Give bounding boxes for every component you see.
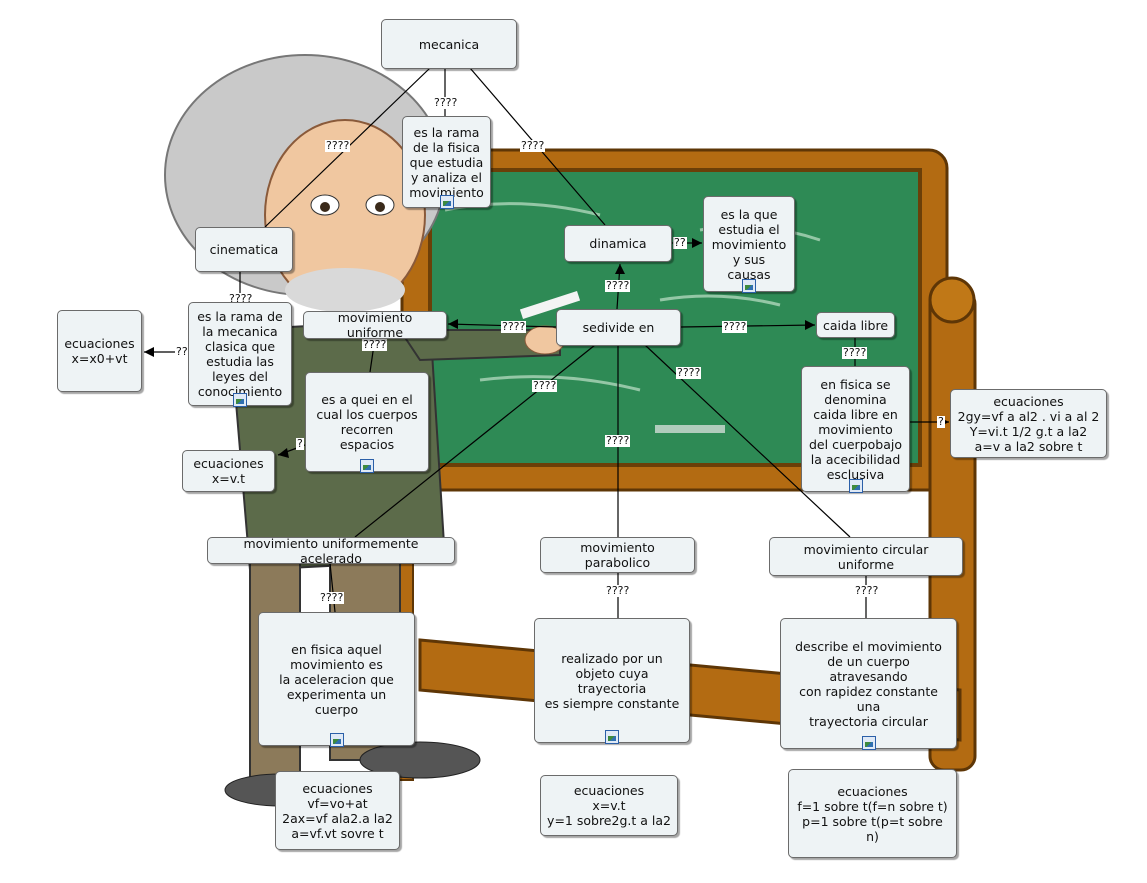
concept-caida-libre[interactable]: caida libre (816, 312, 895, 338)
link-label: ???? (325, 139, 351, 152)
link-label: ???? (605, 434, 631, 447)
concept-sedivide-en[interactable]: sedivide en (556, 309, 681, 346)
concept-parabolico-definition[interactable]: realizado por un objeto cuya trayectoria… (534, 618, 690, 744)
concept-dinamica[interactable]: dinamica (564, 225, 672, 262)
link-label: ? (296, 437, 304, 450)
image-thumbnail-icon[interactable] (861, 736, 876, 750)
concept-movimiento-circular-uniforme[interactable]: movimiento circular uniforme (769, 537, 963, 576)
node-text: realizado por un objeto cuya trayectoria… (544, 650, 680, 711)
link-label: ???? (676, 366, 702, 379)
node-text: es la rama de la mecanica clasica que es… (197, 309, 283, 399)
concept-ecuaciones-parabolico[interactable]: ecuaciones x=v.t y=1 sobre2g.t a la2 (540, 775, 678, 836)
arrowheads (144, 238, 949, 458)
image-thumbnail-icon[interactable] (360, 459, 374, 473)
node-text: en fisica se denomina caida libre en mov… (809, 376, 902, 482)
node-text: en fisica aquel movimiento es la acelera… (279, 641, 394, 717)
link-label: ???? (433, 96, 459, 109)
concept-ecuaciones-cinematica[interactable]: ecuaciones x=x0+vt (57, 310, 142, 392)
link-label: ???? (854, 584, 880, 597)
link-label: ? (937, 415, 945, 428)
link-label: ?? (673, 236, 687, 249)
concept-movimiento-uniforme-definition[interactable]: es a quei en el cual los cuerpos recorre… (305, 372, 429, 473)
link-label: ???? (532, 379, 558, 392)
link-label: ???? (722, 320, 748, 333)
image-thumbnail-icon[interactable] (329, 733, 344, 747)
link-label: ???? (605, 584, 631, 597)
concept-movimiento-uniforme[interactable]: movimiento uniforme (303, 310, 447, 340)
concept-mecanica-definition[interactable]: es la rama de la fisica que estudia y an… (402, 116, 491, 209)
concept-cinematica[interactable]: cinematica (195, 227, 293, 272)
image-thumbnail-icon[interactable] (848, 479, 863, 493)
link-label: ?? (175, 345, 189, 358)
concept-circular-definition[interactable]: describe el movimiento de un cuerpo atra… (780, 618, 957, 750)
image-thumbnail-icon[interactable] (605, 730, 619, 744)
link-label: ???? (842, 346, 868, 359)
node-text: describe el movimiento de un cuerpo atra… (795, 638, 942, 729)
link-label: ???? (520, 139, 546, 152)
concept-dinamica-definition[interactable]: es la que estudia el movimiento y sus ca… (703, 196, 795, 293)
concept-caida-libre-definition[interactable]: en fisica se denomina caida libre en mov… (801, 366, 910, 493)
concept-ecuaciones-circular[interactable]: ecuaciones f=1 sobre t(f=n sobre t) p=1 … (788, 769, 957, 858)
concept-ecuaciones-caida-libre[interactable]: ecuaciones 2gy=vf a al2 . vi a al 2 Y=vi… (950, 389, 1107, 458)
link-label: ???? (605, 279, 631, 292)
concept-mua-definition[interactable]: en fisica aquel movimiento es la acelera… (258, 612, 415, 747)
node-text: es a quei en el cual los cuerpos recorre… (316, 392, 418, 452)
node-text: es la rama de la fisica que estudia y an… (409, 124, 484, 200)
link-label: ???? (319, 591, 345, 604)
image-thumbnail-icon[interactable] (742, 279, 756, 293)
concept-movimiento-uniformemente-acelerado[interactable]: movimiento uniformemente acelerado (207, 536, 455, 566)
link-label: ???? (362, 338, 388, 351)
concept-cinematica-definition[interactable]: es la rama de la mecanica clasica que es… (188, 302, 292, 407)
concept-ecuaciones-uniforme[interactable]: ecuaciones x=v.t (182, 450, 275, 492)
concept-ecuaciones-mua[interactable]: ecuaciones vf=vo+at 2ax=vf ala2.a la2 a=… (275, 771, 400, 850)
image-thumbnail-icon[interactable] (233, 393, 247, 407)
concept-mecanica[interactable]: mecanica (381, 19, 517, 69)
node-text: es la que estudia el movimiento y sus ca… (711, 206, 787, 282)
concept-movimiento-parabolico[interactable]: movimiento parabolico (540, 537, 695, 573)
image-thumbnail-icon[interactable] (439, 195, 454, 209)
link-label: ???? (501, 320, 527, 333)
